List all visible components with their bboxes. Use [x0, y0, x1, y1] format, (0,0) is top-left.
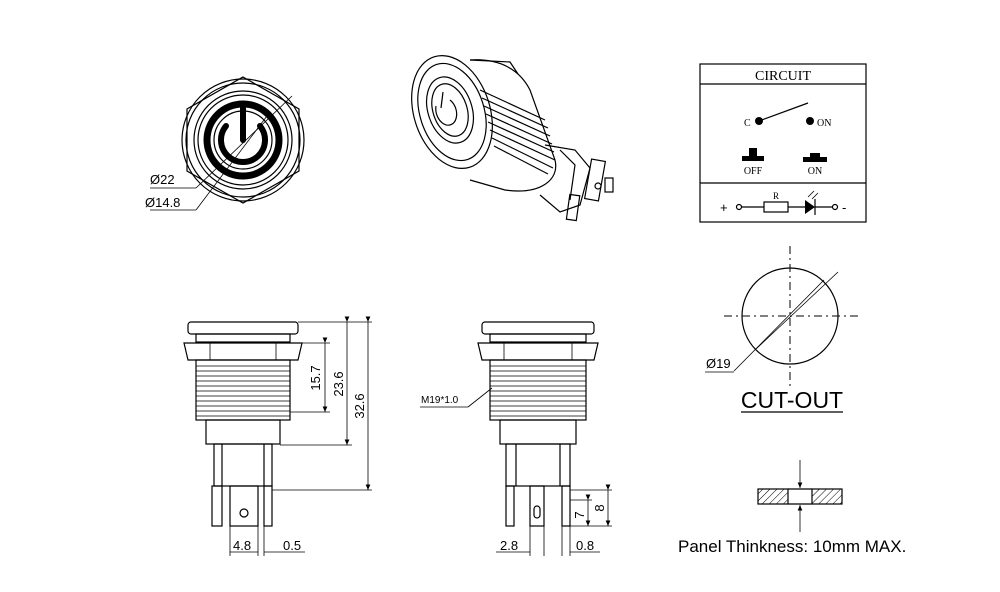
dim-4-8: 4.8: [233, 538, 251, 553]
dim-32-6: 32.6: [352, 393, 367, 418]
outer-ring: [181, 78, 305, 202]
cutout-title: CUT-OUT: [741, 387, 843, 413]
state-on-label: ON: [808, 166, 822, 177]
resistor-symbol: [763, 201, 789, 213]
minus-label: -: [842, 200, 846, 215]
dim-0-8: 0.8: [576, 538, 594, 553]
dim-23-6: 23.6: [331, 371, 346, 396]
led-ring: [203, 100, 283, 180]
outer-diameter-label: Ø22: [150, 172, 175, 187]
head-cap: [187, 321, 299, 335]
panel-right-hatch: [811, 488, 843, 505]
dim-0-5: 0.5: [283, 538, 301, 553]
circuit-box: CIRCUIT C ON OFF ON + R -: [699, 63, 867, 223]
panel-left-hatch: [757, 488, 789, 505]
button-head: [411, 55, 493, 169]
ring-diameter-label: Ø14.8: [145, 195, 180, 210]
side-view-left: 15.7 23.6 32.6 4.8 0.5: [183, 316, 372, 556]
on-state-icon: [803, 157, 827, 162]
isometric-view: [411, 55, 614, 222]
terminal-on-dot: [806, 117, 814, 125]
plus-label: +: [720, 200, 728, 215]
led-symbol: [805, 190, 819, 215]
circuit-title: CIRCUIT: [755, 69, 811, 84]
hex-nut-outline: [186, 76, 300, 204]
right-pin: [263, 485, 273, 527]
cutout-view: Ø19 CUT-OUT: [705, 246, 862, 413]
left-pin: [211, 485, 223, 527]
dim-8: 8: [592, 504, 607, 511]
resistor-label: R: [773, 191, 779, 201]
thread-label: M19*1.0: [421, 395, 459, 406]
terminal-c-label: C: [744, 118, 751, 129]
dim-7: 7: [572, 511, 587, 518]
top-view: Ø22 Ø14.8: [145, 76, 305, 211]
off-state-icon: [742, 156, 764, 161]
dim-2-8: 2.8: [500, 538, 518, 553]
switch-lever: [758, 102, 809, 122]
center-terminal: [229, 485, 259, 527]
side-view-right: M19*1.0 7 8 2.8 0.8: [420, 321, 612, 556]
power-icon: [218, 105, 268, 165]
dim-15-7: 15.7: [308, 365, 323, 390]
nut: [183, 342, 303, 361]
panel-note: Panel Thinkness: 10mm MAX.: [678, 537, 906, 556]
cutout-diameter-label: Ø19: [706, 356, 731, 371]
panel-section: Panel Thinkness: 10mm MAX.: [678, 460, 906, 556]
state-off-label: OFF: [744, 166, 763, 177]
terminal-on-label: ON: [817, 118, 831, 129]
